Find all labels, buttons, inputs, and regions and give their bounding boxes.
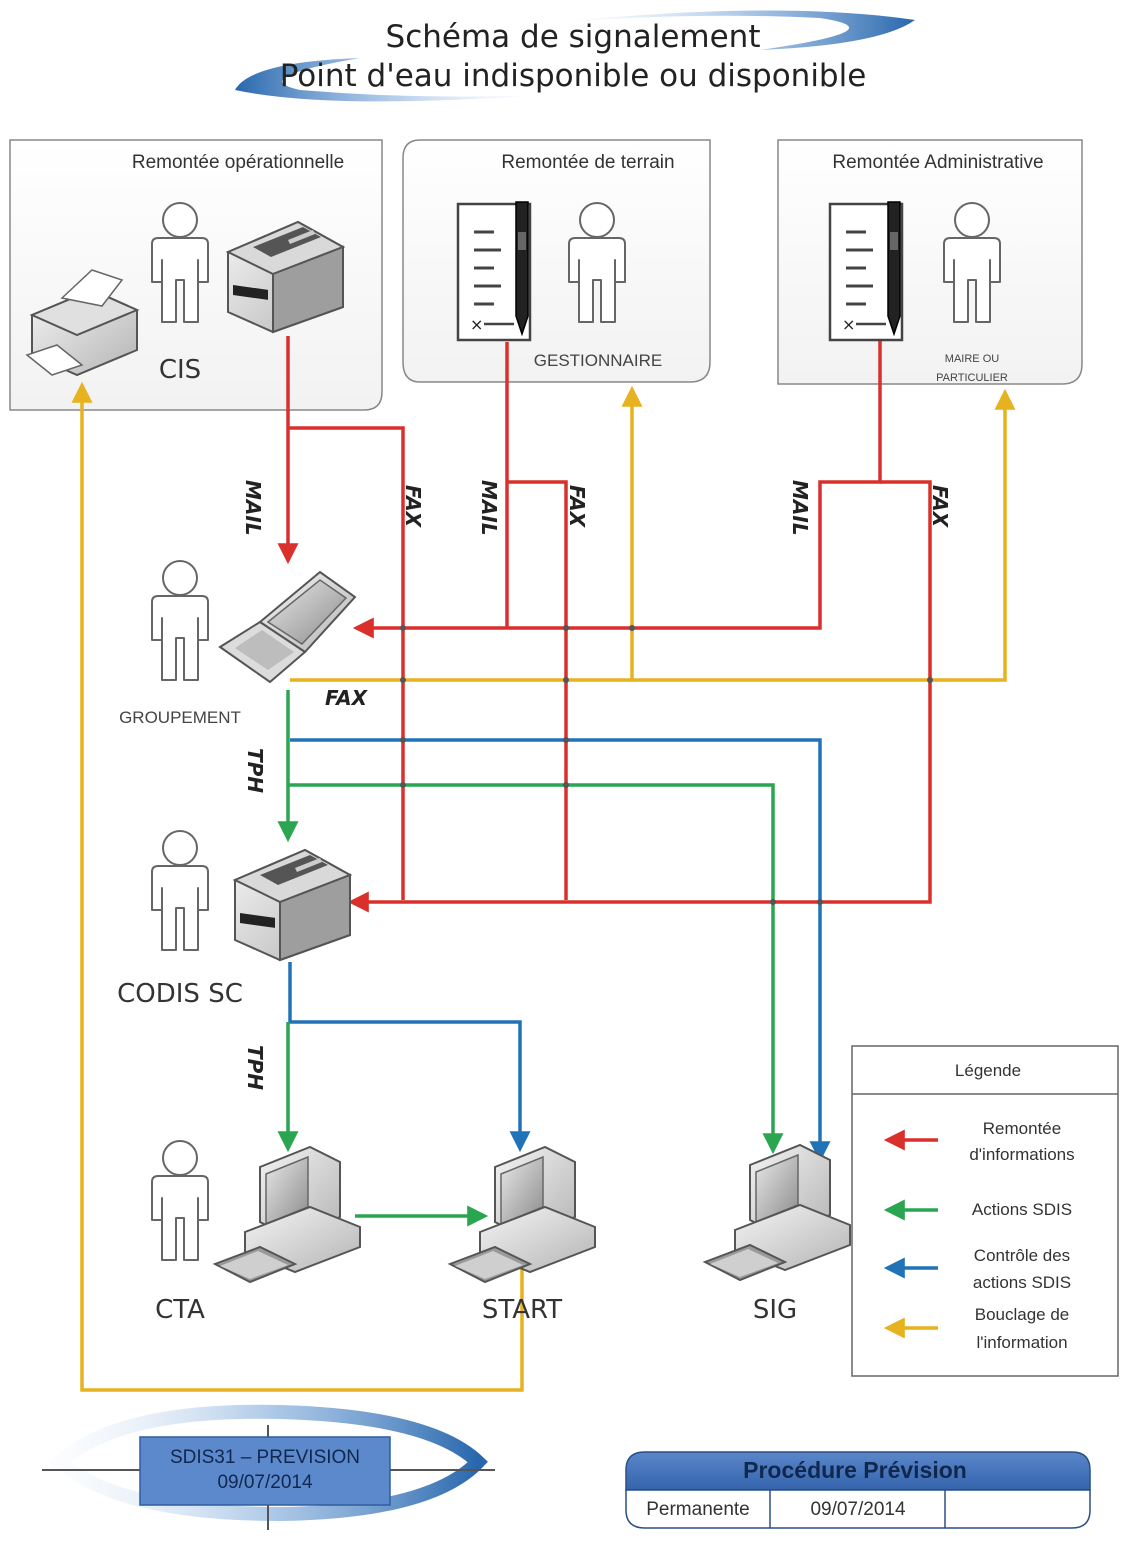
legend-item-4-line1: Bouclage de [975, 1305, 1070, 1324]
procedure-status: Permanente [646, 1499, 750, 1520]
node-label-start: START [482, 1295, 562, 1325]
node-label-codis: CODIS SC [117, 979, 243, 1009]
label-tph-upper: TPH [243, 748, 267, 793]
node-label-maire-line2: PARTICULIER [936, 372, 1008, 384]
footer-stamp: SDIS31 – PREVISION 09/07/2014 [42, 1412, 495, 1530]
title-line-1: Schéma de signalement [386, 19, 761, 55]
stamp-line-2: 09/07/2014 [217, 1472, 313, 1493]
section-box-administrative [778, 140, 1082, 384]
form-icon-terrain [458, 202, 530, 340]
label-fax-groupement: FAX [325, 686, 369, 710]
form-icon-admin [830, 202, 902, 340]
legend: Légende Remontée d'informations Actions … [852, 1046, 1118, 1376]
legend-item-1-line1: Remontée [983, 1119, 1061, 1138]
label-tph-lower: TPH [243, 1045, 267, 1090]
computer-icon-cta [215, 1147, 360, 1282]
connections-green [288, 690, 773, 1216]
label-fax-cis: FAX [401, 485, 425, 529]
title-line-2: Point d'eau indisponible ou disponible [280, 58, 867, 94]
legend-item-4-line2: l'information [976, 1333, 1067, 1352]
connections-blue [290, 740, 820, 1158]
fax-icon-codis [235, 850, 350, 960]
procedure-box: Procédure Prévision Permanente 09/07/201… [626, 1452, 1090, 1528]
legend-title: Légende [955, 1061, 1021, 1080]
stamp-line-1: SDIS31 – PREVISION [170, 1447, 360, 1468]
node-label-groupement: GROUPEMENT [119, 708, 241, 727]
node-label-cis: CIS [159, 355, 201, 385]
procedure-title: Procédure Prévision [743, 1457, 967, 1483]
label-mail-terrain: MAIL [477, 480, 501, 536]
laptop-icon-groupement [220, 572, 355, 682]
section-title-administrative: Remontée Administrative [832, 152, 1043, 173]
person-icon-groupement [152, 561, 208, 680]
node-label-maire-line1: MAIRE OU [945, 353, 999, 365]
label-mail-cis: MAIL [241, 480, 265, 536]
junction-dots [400, 625, 933, 905]
legend-item-1-line2: d'informations [969, 1145, 1074, 1164]
legend-item-3-line2: actions SDIS [973, 1273, 1071, 1292]
computer-icon-sig [705, 1145, 850, 1280]
person-icon-cta [152, 1141, 208, 1260]
section-title-operationnelle: Remontée opérationnelle [132, 152, 344, 173]
legend-item-2-line1: Actions SDIS [972, 1200, 1072, 1219]
section-box-terrain [403, 140, 710, 382]
connections-red [288, 336, 930, 902]
section-title-terrain: Remontée de terrain [501, 152, 674, 173]
person-icon-codis [152, 831, 208, 950]
node-label-cta: CTA [155, 1295, 205, 1325]
node-label-sig: SIG [753, 1295, 797, 1325]
label-mail-admin: MAIL [788, 480, 812, 536]
procedure-date: 09/07/2014 [810, 1499, 906, 1520]
label-fax-admin: FAX [928, 485, 952, 529]
node-label-gestionnaire: GESTIONNAIRE [534, 351, 662, 370]
legend-item-3-line1: Contrôle des [974, 1246, 1070, 1265]
label-fax-terrain: FAX [565, 485, 589, 529]
